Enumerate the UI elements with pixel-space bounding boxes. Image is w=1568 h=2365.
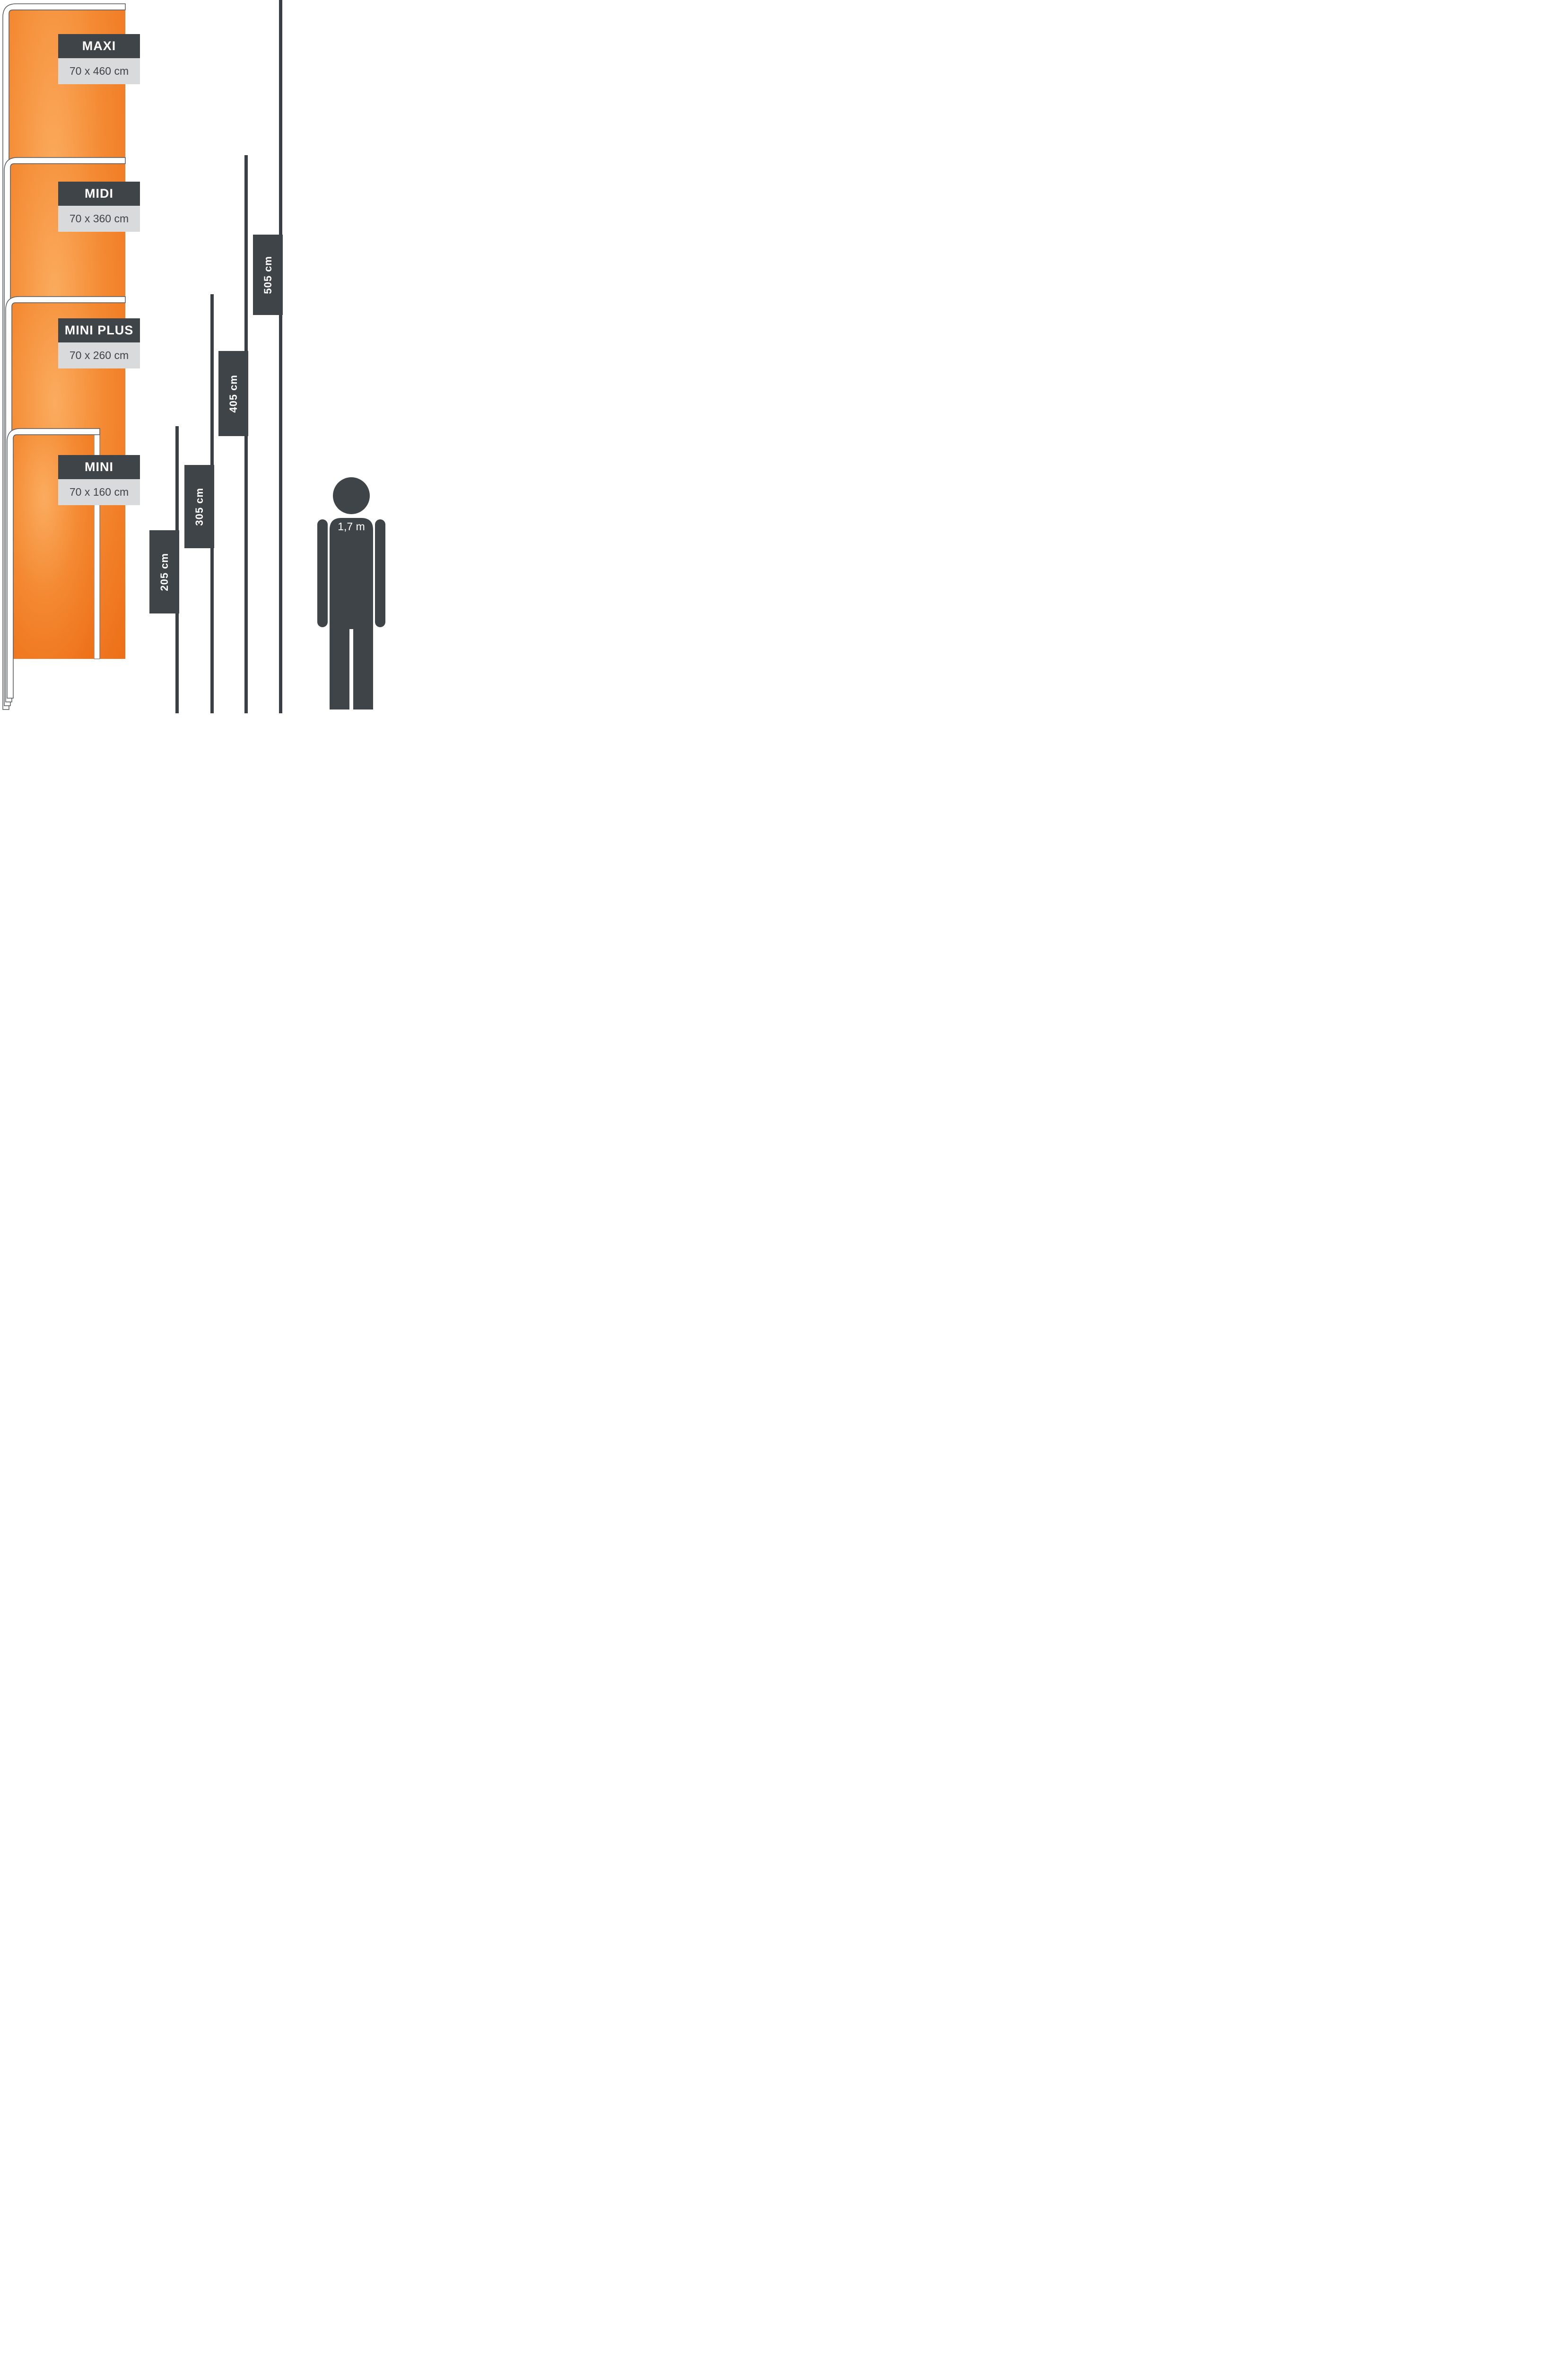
flag-midi-pole: [4, 157, 126, 706]
flag-mini-plus-pole: [5, 296, 126, 702]
person-torso: [330, 518, 373, 629]
person-pictogram: [316, 477, 387, 713]
person-right-leg: [353, 629, 373, 710]
person-right-arm: [375, 519, 385, 627]
person-height-label: 1,7 m: [338, 520, 365, 533]
flag-mini-pole: [7, 428, 100, 699]
measure-label-505-text: 505 cm: [261, 255, 274, 294]
measure-label-505: 505 cm: [253, 235, 283, 315]
flag-mini-name: MINI: [58, 455, 140, 479]
flag-mini-plus-size: 70 x 260 cm: [58, 342, 140, 368]
measure-label-205-text: 205 cm: [158, 552, 170, 591]
measure-label-305-text: 305 cm: [193, 487, 205, 526]
measure-label-405-text: 405 cm: [227, 374, 239, 413]
person-silhouette: [317, 477, 385, 710]
flag-maxi-size: 70 x 460 cm: [58, 58, 140, 84]
flag-midi-name: MIDI: [58, 182, 140, 206]
measure-label-205: 205 cm: [149, 530, 179, 613]
flag-maxi-pole: [2, 3, 126, 710]
flag-mini-plus-name: MINI PLUS: [58, 318, 140, 342]
measure-label-305: 305 cm: [184, 465, 214, 548]
flag-midi-size: 70 x 360 cm: [58, 206, 140, 232]
person-head: [333, 477, 370, 514]
person-left-arm: [317, 519, 328, 627]
beachflag-size-comparison-diagram: 505 cm 405 cm 305 cm 205 cm MAXI 70 x 46…: [0, 0, 392, 713]
measure-label-405: 405 cm: [218, 351, 248, 436]
flag-mini-size: 70 x 160 cm: [58, 479, 140, 505]
measure-line-505: [279, 0, 282, 713]
person-left-leg: [330, 629, 349, 710]
flag-maxi-name: MAXI: [58, 34, 140, 58]
